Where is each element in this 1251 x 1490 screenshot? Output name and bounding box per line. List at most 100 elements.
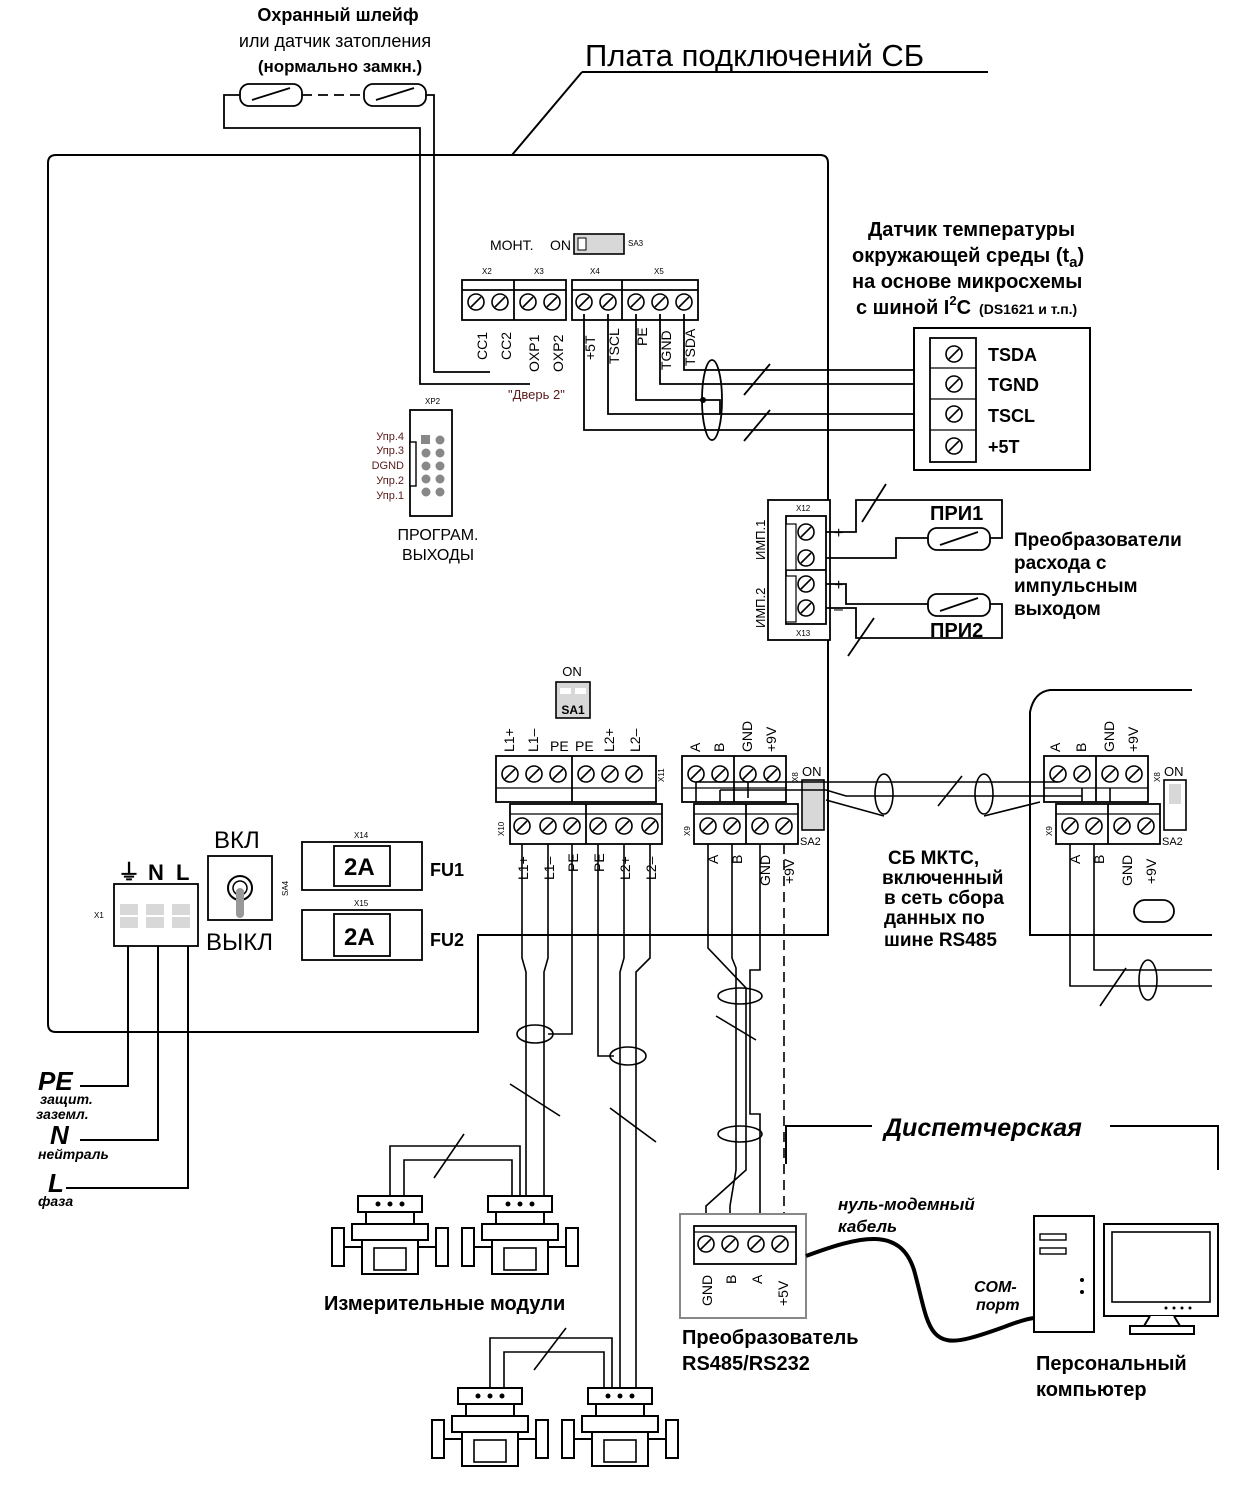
svg-text:L1+: L1+ — [501, 728, 517, 752]
svg-text:GND: GND — [1119, 855, 1135, 886]
svg-text:L1–: L1– — [541, 856, 557, 880]
svg-text:–: – — [834, 601, 843, 618]
mounting-hole — [1133, 899, 1175, 923]
svg-text:+9V: +9V — [1143, 858, 1159, 884]
line-terminal-labels-top: L1+ L1– PE PE L2+ L2– — [501, 728, 643, 754]
temp-sensor-caption: Датчик температуры окружающей среды (ta)… — [852, 219, 1084, 319]
rs-terminal-labels-bottom: A B GND +9V — [705, 854, 797, 886]
dispatch-frame — [785, 1125, 1219, 1170]
converter-wires — [705, 844, 785, 1236]
mkts-caption: СБ МКТС, включенный в сеть сбора данных … — [882, 848, 1009, 951]
measuring-module-4 — [561, 1387, 679, 1467]
power-on-label: ВКЛ — [214, 827, 260, 854]
svg-text:N: N — [50, 1120, 70, 1150]
sa4-power-switch[interactable]: SA4 — [207, 855, 290, 921]
svg-text:A: A — [1047, 742, 1063, 752]
svg-text:B: B — [723, 1275, 739, 1284]
svg-text:L: L — [48, 1168, 64, 1198]
x5-label: X5 — [654, 267, 664, 276]
remote-sa2-switch[interactable]: SA2 — [1162, 779, 1187, 848]
x8-terminal-block: X8 — [681, 755, 800, 803]
svg-text:X15: X15 — [354, 899, 369, 908]
svg-text:A: A — [1067, 854, 1083, 864]
svg-text:2A: 2A — [344, 854, 375, 881]
xp2-pin-labels: Упр.4 Упр.3 DGND Упр.2 Упр.1 — [372, 431, 404, 502]
svg-text:расхода с: расхода с — [1014, 553, 1107, 574]
x10-terminal-block: X10 — [497, 803, 663, 845]
null-modem-cable — [805, 1237, 1035, 1343]
pc-caption-1: Персональный — [1036, 1353, 1187, 1375]
svg-text:FU1: FU1 — [430, 860, 464, 880]
earth-icon: ⏚ — [118, 860, 140, 885]
pin-tscl: TSCL — [988, 406, 1035, 426]
remote-rs-labels-top: A B GND +9V — [1047, 721, 1141, 752]
svg-text:X9: X9 — [683, 826, 692, 836]
svg-text:+: + — [834, 525, 843, 542]
pc-caption-2: компьютер — [1036, 1379, 1147, 1401]
svg-text:GND: GND — [1101, 721, 1117, 752]
svg-text:SA4: SA4 — [281, 880, 290, 896]
svg-text:2A: 2A — [344, 924, 375, 951]
svg-text:B: B — [729, 855, 745, 864]
mains-wires — [66, 946, 189, 1189]
svg-text:DGND: DGND — [372, 460, 404, 472]
svg-text:ПРИ2: ПРИ2 — [930, 620, 983, 642]
flow-converters-caption: Преобразователи расхода с импульсным вых… — [1014, 530, 1182, 620]
svg-text:+9V: +9V — [763, 726, 779, 752]
modules-caption: Измерительные модули — [324, 1293, 565, 1315]
pulse-input-block: X12 X13 ИМП.1 ИМП.2 + – + – — [753, 499, 843, 641]
svg-text:TGND: TGND — [658, 330, 674, 370]
door2-label: "Дверь 2" — [508, 387, 565, 402]
svg-text:Упр.1: Упр.1 — [376, 490, 404, 502]
svg-text:Преобразователи: Преобразователи — [1014, 530, 1182, 551]
page-title: Плата подключений СБ — [585, 38, 924, 73]
rs485-rs232-converter: GND B A +5V — [679, 1213, 807, 1319]
board-outline — [47, 71, 988, 1033]
svg-text:PE: PE — [38, 1066, 73, 1096]
x2-label: X2 — [482, 267, 492, 276]
svg-text:PE: PE — [565, 853, 581, 872]
svg-text:Датчик температуры: Датчик температуры — [868, 219, 1075, 241]
svg-text:SA2: SA2 — [800, 836, 821, 848]
svg-text:A: A — [749, 1274, 765, 1284]
computer-icon — [1033, 1215, 1219, 1335]
remote-x9-block: X9 — [1045, 803, 1161, 845]
svg-text:TSCL: TSCL — [606, 328, 622, 364]
svg-text:+: + — [834, 577, 843, 594]
converter-caption-2: RS485/RS232 — [682, 1353, 810, 1375]
svg-text:PE: PE — [550, 738, 569, 754]
power-off-label: ВЫКЛ — [206, 929, 273, 956]
svg-text:Упр.4: Упр.4 — [376, 431, 404, 443]
fuse-fu1: X14 2A FU1 — [301, 831, 464, 891]
svg-text:с шиной I2C(DS1621 и т.п.): с шиной I2C(DS1621 и т.п.) — [856, 293, 1077, 319]
svg-text:GND: GND — [739, 721, 755, 752]
svg-text:FU2: FU2 — [430, 930, 464, 950]
sa1-switch[interactable]: SA1 — [555, 681, 591, 719]
svg-text:защит.: защит. — [40, 1091, 93, 1107]
svg-text:заземл.: заземл. — [36, 1106, 89, 1122]
svg-text:Упр.3: Упр.3 — [376, 445, 404, 457]
fuse-fu2: X15 2A FU2 — [301, 899, 464, 961]
x3-label: X3 — [534, 267, 544, 276]
sa3-slider — [577, 237, 587, 251]
svg-text:X8: X8 — [1153, 772, 1162, 782]
remote-sa2-on: ON — [1164, 764, 1184, 779]
svg-text:SA1: SA1 — [561, 703, 585, 717]
svg-text:B: B — [711, 743, 727, 752]
sa2-switch[interactable]: SA2 — [800, 779, 825, 848]
module-wires — [389, 844, 657, 1390]
loop-sensor-caption: Охранный шлейф или датчик затопления (но… — [239, 5, 431, 76]
measuring-module-1 — [331, 1195, 449, 1275]
svg-text:нейтраль: нейтраль — [38, 1146, 109, 1162]
svg-text:CC1: CC1 — [474, 332, 490, 360]
svg-text:Упр.2: Упр.2 — [376, 475, 404, 487]
svg-text:CC2: CC2 — [498, 332, 514, 360]
null-modem-label-2: кабель — [838, 1217, 897, 1236]
svg-text:или датчик затопления: или датчик затопления — [239, 31, 431, 51]
remote-rs-labels-bottom: A B GND +9V — [1067, 854, 1159, 886]
sa3-label: SA3 — [628, 239, 644, 248]
x9-terminal-block: X9 — [683, 803, 799, 845]
svg-text:OXP2: OXP2 — [550, 334, 566, 372]
